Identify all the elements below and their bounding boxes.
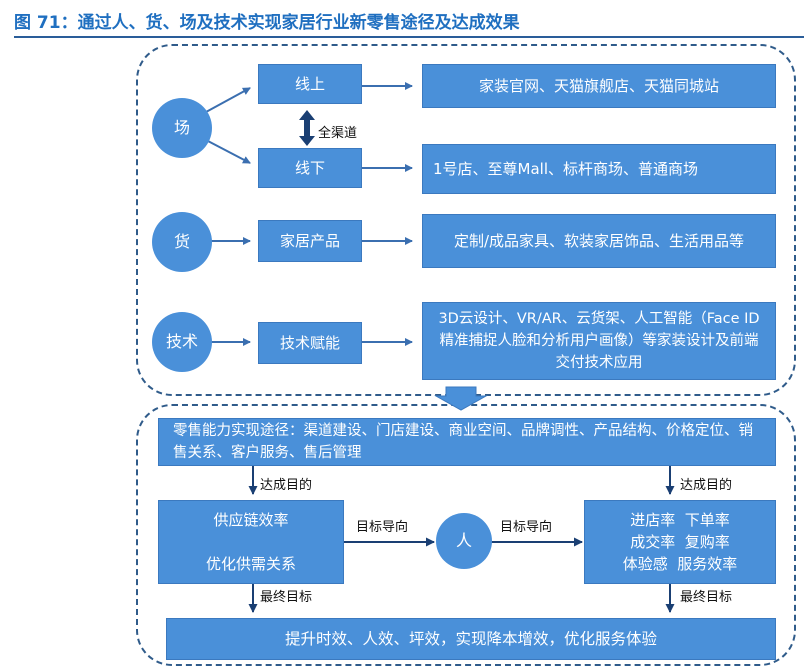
retail-path-box: 零售能力实现途径：渠道建设、门店建设、商业空间、品牌调性、产品结构、价格定位、销… bbox=[158, 418, 776, 466]
target-left-label: 目标导向 bbox=[356, 516, 409, 535]
supply-bottom-text: 优化供需关系 bbox=[205, 555, 296, 573]
result-box: 提升时效、人效、坪效，实现降本增效，优化服务体验 bbox=[166, 618, 776, 660]
goal-left-label: 达成目的 bbox=[260, 474, 313, 493]
huo-circle: 货 bbox=[152, 212, 212, 272]
page-title: 图 71：通过人、货、场及技术实现家居行业新零售途径及达成效果 bbox=[14, 13, 520, 33]
product-desc-box: 定制/成品家具、软装家居饰品、生活用品等 bbox=[422, 214, 776, 268]
final-right-label: 最终目标 bbox=[680, 586, 733, 605]
goal-right-label: 达成目的 bbox=[680, 474, 733, 493]
supply-chain-box: 供应链效率 优化供需关系 bbox=[158, 500, 344, 584]
person-circle: 人 bbox=[436, 513, 492, 569]
target-right-label: 目标导向 bbox=[500, 516, 553, 535]
metrics-box: 进店率 下单率 成交率 复购率 体验感 服务效率 bbox=[584, 500, 776, 584]
tech-enable-box: 技术赋能 bbox=[258, 322, 362, 364]
channel-label: 全渠道 bbox=[318, 122, 358, 141]
offline-desc-box: 1号店、至尊Mall、标杆商场、普通商场 bbox=[422, 144, 776, 194]
product-box: 家居产品 bbox=[258, 220, 362, 262]
supply-top-text: 供应链效率 bbox=[213, 511, 289, 529]
chang-circle: 场 bbox=[152, 98, 212, 158]
tech-desc-box: 3D云设计、VR/AR、云货架、人工智能（Face ID精准捕捉人脸和分析用户画… bbox=[422, 302, 776, 380]
offline-box: 线下 bbox=[258, 148, 362, 188]
tech-circle: 技术 bbox=[152, 312, 212, 372]
final-left-label: 最终目标 bbox=[260, 586, 313, 605]
online-box: 线上 bbox=[258, 64, 362, 104]
metrics-line-3: 体验感 服务效率 bbox=[622, 555, 738, 573]
online-desc-box: 家装官网、天猫旗舰店、天猫同城站 bbox=[422, 64, 776, 108]
metrics-line-2: 成交率 复购率 bbox=[630, 533, 730, 551]
metrics-line-1: 进店率 下单率 bbox=[630, 511, 730, 529]
title-divider bbox=[14, 36, 804, 38]
